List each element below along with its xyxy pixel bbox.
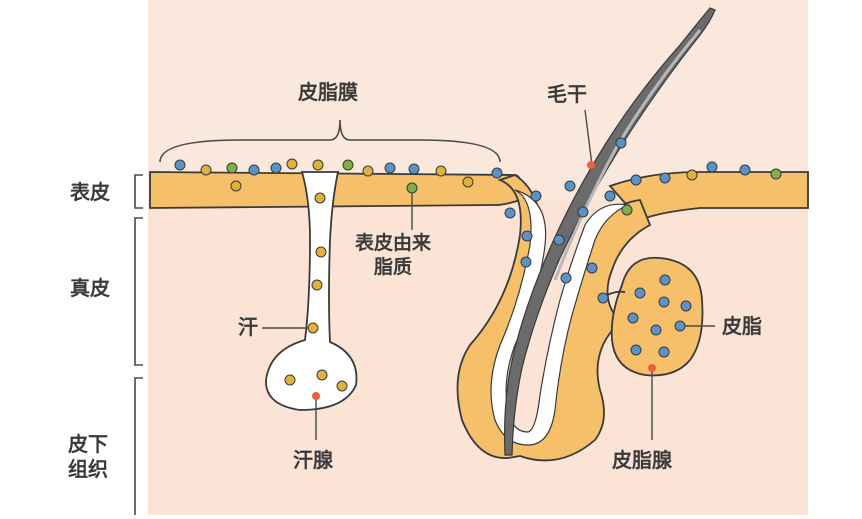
surface-lipid-dots: [174, 158, 782, 202]
epidermal-lipid-line1: 表皮由来: [355, 232, 432, 254]
epidermal-lipid-label: 表皮由来 脂质: [355, 232, 431, 280]
dermis-bracket: [134, 217, 143, 366]
sebaceous-gland-label: 皮脂腺: [612, 448, 672, 472]
hair-shaft-highlight: [553, 29, 702, 281]
sebum-film-bracket: [159, 119, 501, 163]
sweat-gland-label: 汗腺: [293, 448, 333, 472]
sweat-label: 汗: [238, 315, 258, 339]
sebum-label: 皮脂: [722, 314, 762, 338]
epidermis-label: 表皮: [70, 180, 110, 204]
subcutis-bracket: [134, 377, 143, 515]
subcutis-label-line2: 组织: [68, 457, 108, 481]
sebum-film-label: 皮脂膜: [298, 80, 358, 104]
follicle-dots: [504, 137, 633, 284]
leader-hair-shaft: [584, 109, 593, 166]
subcutis-label-line1: 皮下: [68, 432, 108, 456]
sweat-dots: [284, 192, 348, 400]
dermis-label: 真皮: [70, 276, 110, 300]
sebaceous-gland-shape: [610, 256, 704, 377]
sebum-dots: [597, 274, 692, 372]
hair-shaft-label: 毛干: [547, 82, 587, 106]
sweat-duct: [265, 171, 358, 411]
subcutis-label: 皮下 组织: [68, 432, 108, 482]
epidermal-lipid-line2: 脂质: [374, 255, 413, 278]
epidermis-bracket: [134, 174, 143, 209]
hair-shaft-shape: [503, 7, 716, 456]
